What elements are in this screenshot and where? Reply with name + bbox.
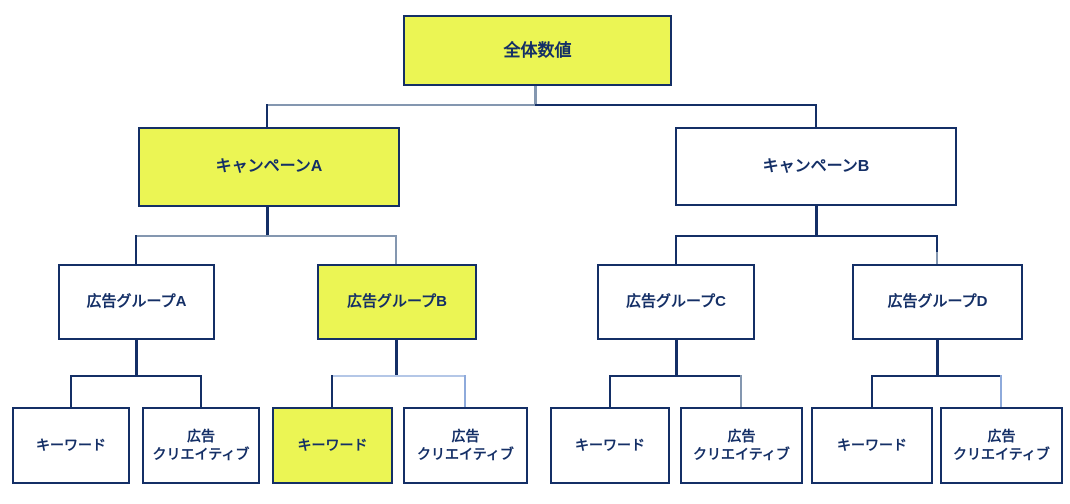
connector-root-horizontal-left bbox=[266, 104, 535, 106]
connector-adgroup-a-stub bbox=[135, 340, 138, 375]
node-adgroup-d: 広告グループD bbox=[852, 264, 1023, 340]
connector-root-horizontal-right bbox=[535, 104, 817, 106]
node-keyword-3-label: キーワード bbox=[575, 436, 645, 453]
node-keyword-4-label: キーワード bbox=[837, 436, 907, 453]
node-campaign-a-label: キャンペーンA bbox=[215, 158, 323, 175]
connector-drop-adgroup-d-tail bbox=[936, 252, 938, 264]
node-creative-4-label: 広告 クリエイティブ bbox=[953, 428, 1050, 462]
node-keyword-1-label: キーワード bbox=[36, 436, 106, 453]
connector-drop-keyword-2 bbox=[331, 375, 333, 407]
connector-drop-creative-2 bbox=[464, 375, 466, 407]
node-adgroup-d-label: 広告グループD bbox=[887, 292, 988, 310]
connector-drop-adgroup-d bbox=[936, 235, 938, 264]
node-keyword-2-label: キーワード bbox=[297, 436, 368, 453]
node-creative-1-label: 広告 クリエイティブ bbox=[152, 428, 250, 462]
node-campaign-b-label: キャンペーンB bbox=[762, 157, 870, 175]
connector-adgroup-b-horizontal bbox=[331, 375, 466, 377]
node-creative-2: 広告 クリエイティブ bbox=[403, 407, 528, 484]
connector-drop-creative-3 bbox=[740, 375, 742, 407]
connector-drop-creative-4 bbox=[1000, 375, 1002, 407]
connector-drop-campaign-a bbox=[266, 104, 268, 127]
connector-adgroup-d-stub bbox=[936, 340, 939, 375]
node-adgroup-b: 広告グループB bbox=[317, 264, 477, 340]
node-keyword-2: キーワード bbox=[272, 407, 393, 484]
node-creative-4: 広告 クリエイティブ bbox=[940, 407, 1063, 484]
node-keyword-4: キーワード bbox=[811, 407, 933, 484]
connector-drop-creative-1 bbox=[200, 375, 202, 407]
connector-adgroup-a-horizontal bbox=[70, 375, 202, 377]
node-creative-3-label: 広告 クリエイティブ bbox=[693, 428, 790, 462]
connector-drop-campaign-b bbox=[815, 104, 817, 127]
connector-campaign-a-horizontal bbox=[135, 235, 397, 237]
node-adgroup-c-label: 広告グループC bbox=[626, 292, 726, 310]
node-adgroup-c: 広告グループC bbox=[597, 264, 755, 340]
node-adgroup-a: 広告グループA bbox=[58, 264, 215, 340]
connector-adgroup-b-stub bbox=[395, 340, 398, 375]
connector-drop-keyword-1 bbox=[70, 375, 72, 407]
node-keyword-1: キーワード bbox=[12, 407, 130, 484]
connector-drop-keyword-4 bbox=[871, 375, 873, 407]
connector-campaign-b-stub bbox=[815, 206, 818, 235]
connector-adgroup-d-horizontal bbox=[871, 375, 1002, 377]
connector-adgroup-c-stub bbox=[675, 340, 678, 375]
node-root: 全体数値 bbox=[403, 15, 672, 86]
node-campaign-a: キャンペーンA bbox=[138, 127, 400, 207]
node-campaign-b: キャンペーンB bbox=[675, 127, 957, 206]
node-root-label: 全体数値 bbox=[503, 40, 572, 60]
node-adgroup-b-label: 広告グループB bbox=[347, 292, 447, 310]
node-adgroup-a-label: 広告グループA bbox=[86, 292, 187, 310]
connector-campaign-a-stub bbox=[266, 207, 269, 235]
node-creative-3: 広告 クリエイティブ bbox=[680, 407, 803, 484]
node-keyword-3: キーワード bbox=[550, 407, 670, 484]
connector-drop-adgroup-b bbox=[395, 235, 397, 264]
connector-drop-adgroup-c bbox=[675, 235, 677, 264]
connector-drop-keyword-3 bbox=[609, 375, 611, 407]
node-creative-1: 広告 クリエイティブ bbox=[142, 407, 260, 484]
connector-adgroup-c-horizontal bbox=[609, 375, 742, 377]
connector-root-stub bbox=[534, 86, 537, 105]
connector-campaign-b-horizontal bbox=[675, 235, 938, 237]
connector-drop-adgroup-a bbox=[135, 235, 137, 264]
node-creative-2-label: 広告 クリエイティブ bbox=[417, 428, 514, 462]
